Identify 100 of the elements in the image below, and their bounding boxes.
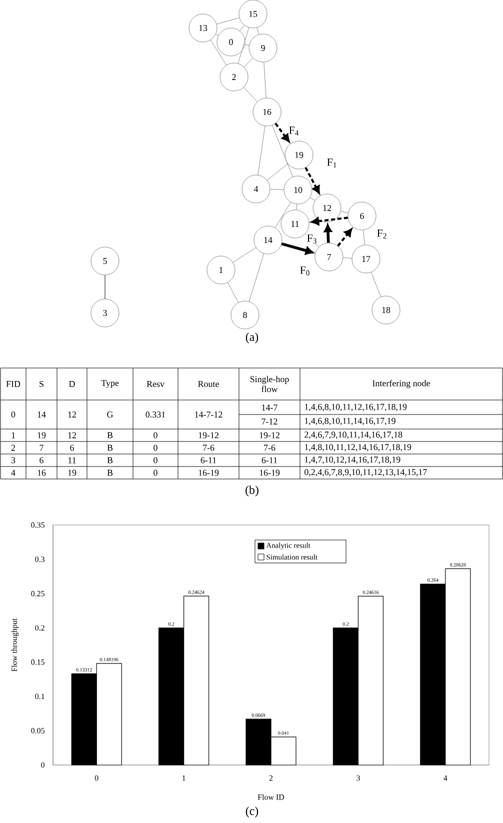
- table-cell: 14-7: [262, 404, 278, 410]
- table-cell: 11: [68, 457, 76, 464]
- network-node: 18: [372, 296, 400, 324]
- table-cell: 6: [70, 444, 74, 451]
- table-cell: 12: [68, 412, 76, 418]
- link-line: [266, 164, 288, 180]
- table-header: Route: [198, 381, 219, 387]
- link-line: [258, 126, 266, 176]
- link-line: [264, 62, 266, 98]
- table-cell: 16-19: [198, 470, 219, 476]
- table-cell: 0: [11, 411, 16, 418]
- link-line: [238, 27, 250, 64]
- table-cell: 19-12: [260, 432, 280, 438]
- table-cell: 7-6: [264, 444, 276, 451]
- network-node: 3: [90, 298, 120, 328]
- link-line: [240, 24, 244, 32]
- link-line: [310, 197, 316, 201]
- table-cell: 14-7-12: [195, 412, 222, 418]
- network-node: 9: [248, 34, 278, 62]
- edge-label: F$_{3}$: [306, 234, 318, 244]
- caption: (b): [246, 486, 258, 496]
- edge-label: F$_{1}$: [326, 158, 338, 168]
- network-node: 14: [254, 226, 282, 254]
- network-node: 2: [220, 62, 248, 92]
- table-cell: 0: [154, 432, 158, 438]
- link-line: [370, 272, 382, 298]
- table-cell: 0,2,4,6,7,8,9,10,11,12,13,14,15,17: [304, 469, 427, 476]
- table-cell: B: [107, 432, 113, 438]
- table-cell: 14: [38, 412, 46, 418]
- table-cell: 1,4,6,8,10,11,12,16,17,18,19: [304, 404, 407, 412]
- table-cell: 1,4,7,10,12,14,16,17,18,19: [304, 456, 400, 464]
- link-line: [304, 234, 320, 248]
- network-node: 15: [238, 0, 268, 28]
- link-line: [275, 202, 291, 228]
- flow-arrow: [337, 228, 352, 247]
- table-cell: 0: [154, 457, 158, 464]
- network-node: 8: [230, 300, 260, 330]
- flow-arrow: [304, 167, 320, 194]
- link-line: [270, 189, 284, 190]
- table-header: Type: [101, 380, 119, 388]
- link-line: [244, 87, 258, 102]
- network-node: 7: [314, 242, 344, 272]
- network-node: 17: [352, 244, 380, 274]
- network-node: 0: [216, 28, 246, 56]
- link-line: [363, 230, 365, 246]
- network-node: 10: [284, 176, 312, 204]
- network-node: 19: [284, 140, 314, 170]
- table-header: Interfering node: [372, 380, 430, 388]
- link-line: [256, 27, 260, 35]
- network-node: 16: [252, 98, 282, 126]
- table-cell: 0: [154, 444, 158, 451]
- link-line: [248, 253, 264, 302]
- table-cell: 1: [12, 432, 15, 438]
- edge-label: F$_{2}$: [376, 229, 388, 239]
- table-cell: 6-11: [262, 457, 278, 464]
- table-cell: 12: [68, 432, 76, 438]
- link-line: [272, 124, 293, 178]
- network-node: 1: [206, 256, 236, 284]
- table-cell: 1,4,6,8,10,11,14,16,17,19: [304, 418, 396, 426]
- table-cell: 3: [11, 457, 16, 464]
- network-node: 13: [188, 14, 218, 42]
- flow-arrow: [281, 242, 314, 255]
- table-cell: 1,4,8,10,11,12,14,16,17,18,19: [304, 444, 412, 452]
- flow-arrow: [311, 216, 348, 226]
- table-header: D: [69, 381, 75, 387]
- table-header: S: [40, 381, 44, 388]
- table-cell: B: [107, 457, 113, 464]
- link-line: [340, 210, 348, 214]
- table-cell: G: [107, 412, 113, 418]
- table-cell: 4: [11, 470, 16, 476]
- network-node: 12: [312, 194, 342, 222]
- table-cell: 7-6: [203, 444, 214, 451]
- table-cell: 6-11: [200, 457, 216, 464]
- link-line: [210, 40, 227, 66]
- table-cell: B: [107, 470, 113, 476]
- table-cell: 7-12: [262, 418, 278, 424]
- table-cell: 2,4,6,7,9,10,11,14,16,17,18: [304, 432, 402, 439]
- table-cell: 0.331: [146, 411, 166, 418]
- edge-label: F$_{0}$: [299, 266, 311, 276]
- table-header: FID: [6, 381, 20, 387]
- table-cell: 7: [40, 444, 44, 451]
- link-line: [232, 247, 256, 263]
- table-cell: 19: [68, 470, 76, 476]
- link-line: [244, 44, 250, 46]
- table-cell: B: [107, 444, 113, 451]
- table-cell: 6: [40, 457, 44, 464]
- table-cell: 19-12: [198, 432, 218, 438]
- link-line: [216, 18, 240, 24]
- network-node: 5: [90, 246, 120, 276]
- link-line: [244, 58, 254, 68]
- link-line: [296, 204, 297, 210]
- flow-arrow: [324, 224, 332, 243]
- link-line: [104, 274, 106, 300]
- table-cell: 19: [38, 432, 46, 438]
- table-header: Resv: [146, 381, 164, 387]
- network-node: 6: [348, 202, 376, 230]
- flow-arrow: [274, 122, 290, 142]
- table-cell: 16-19: [260, 470, 280, 476]
- edge-label: F$_{4}$: [288, 126, 300, 136]
- table-cell: 2: [11, 444, 15, 451]
